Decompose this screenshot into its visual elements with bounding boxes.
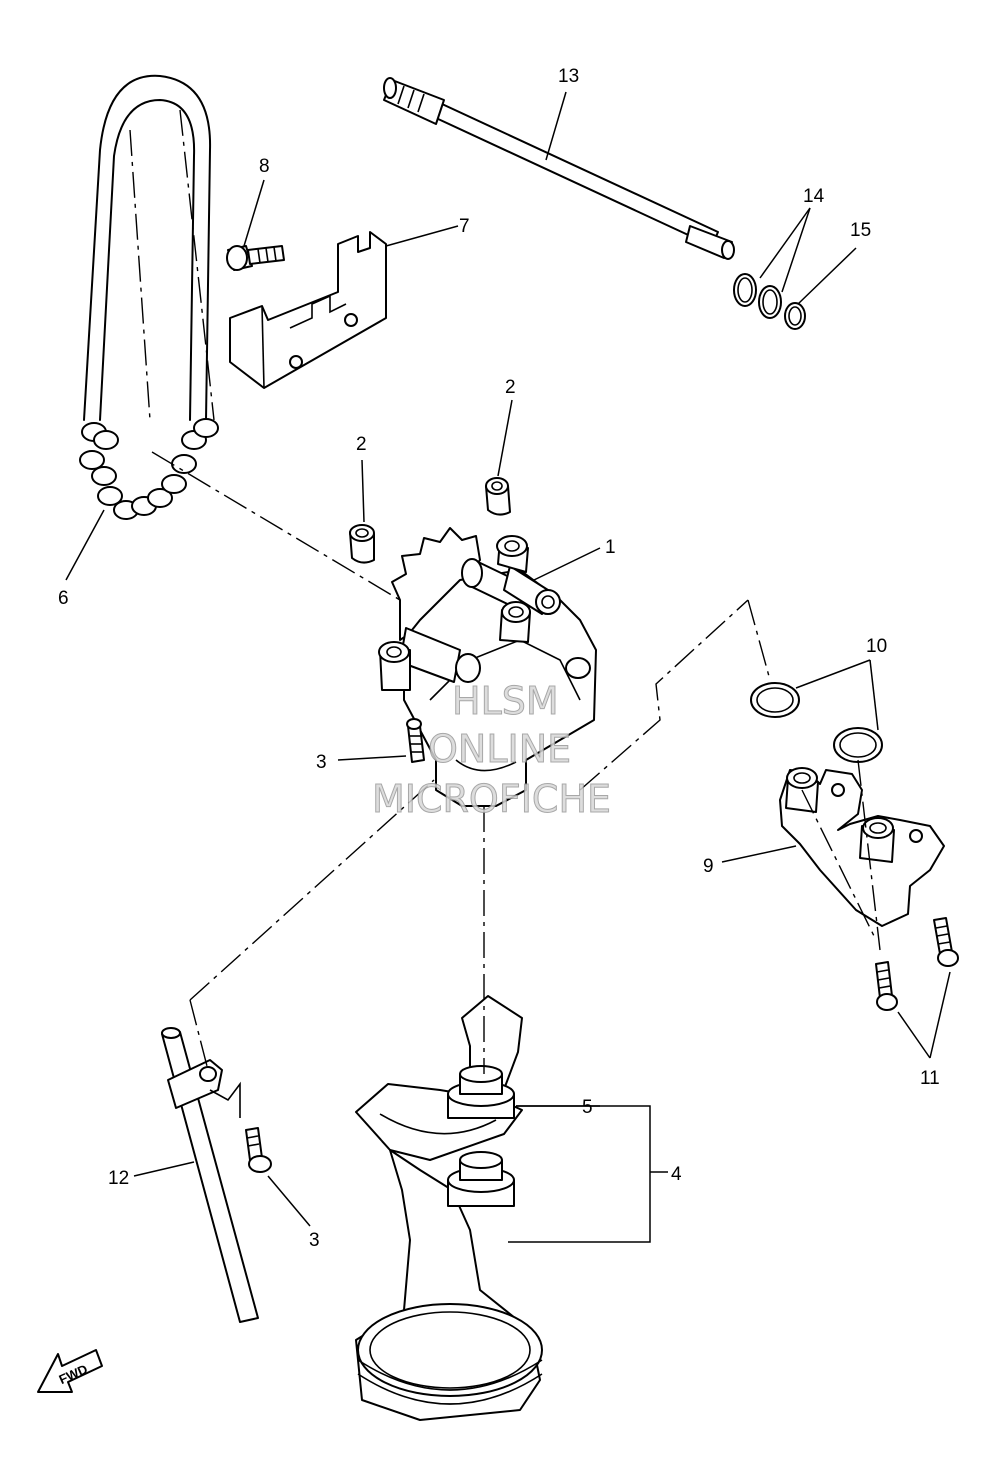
oil-strainer [355, 995, 543, 1421]
bolts-11 [875, 917, 959, 1011]
callout-12: 12 [108, 1168, 129, 1189]
callout-15: 15 [850, 220, 871, 241]
callout-3-upper: 3 [316, 752, 327, 773]
bolt-3-lower [245, 1127, 272, 1173]
pump-drive-shaft [383, 77, 735, 260]
callout-6: 6 [58, 588, 69, 609]
dowel-pin-left [349, 524, 375, 564]
callout-11: 11 [920, 1068, 940, 1089]
leader-lines [65, 91, 951, 1243]
timing-chain [79, 74, 219, 520]
callout-13: 13 [558, 66, 579, 87]
callout-1: 1 [605, 537, 616, 558]
dowel-pin-right [485, 477, 511, 516]
callout-5: 5 [582, 1097, 593, 1118]
guide-bolt [226, 245, 285, 271]
watermark-line-1: HLSM [452, 679, 559, 723]
assembly-center-lines [151, 451, 881, 1118]
o-ring-15 [784, 302, 806, 330]
watermark-line-2: ONLINE [428, 727, 571, 771]
callout-4: 4 [671, 1164, 682, 1185]
chain-guide [229, 231, 387, 389]
oil-pipe-12 [161, 1027, 259, 1323]
callout-2-left: 2 [356, 434, 367, 455]
callout-14: 14 [803, 186, 825, 207]
o-rings-10 [750, 682, 883, 763]
o-rings-14 [733, 273, 782, 319]
watermark: HLSM ONLINE MICROFICHE [372, 679, 612, 822]
callout-10: 10 [866, 636, 887, 657]
callout-8: 8 [259, 156, 270, 177]
callout-9: 9 [703, 856, 714, 877]
oil-pump-assembly [378, 527, 597, 807]
callout-3-lower: 3 [309, 1230, 320, 1251]
oil-pipe [779, 767, 945, 927]
fwd-arrow-icon: FWD [37, 1349, 103, 1393]
callout-7: 7 [459, 216, 470, 237]
watermark-line-3: MICROFICHE [372, 777, 611, 821]
callout-2-right: 2 [505, 377, 516, 398]
callout-labels: 13 8 7 14 15 2 2 1 6 10 3 9 11 5 4 12 3 [58, 66, 940, 1251]
